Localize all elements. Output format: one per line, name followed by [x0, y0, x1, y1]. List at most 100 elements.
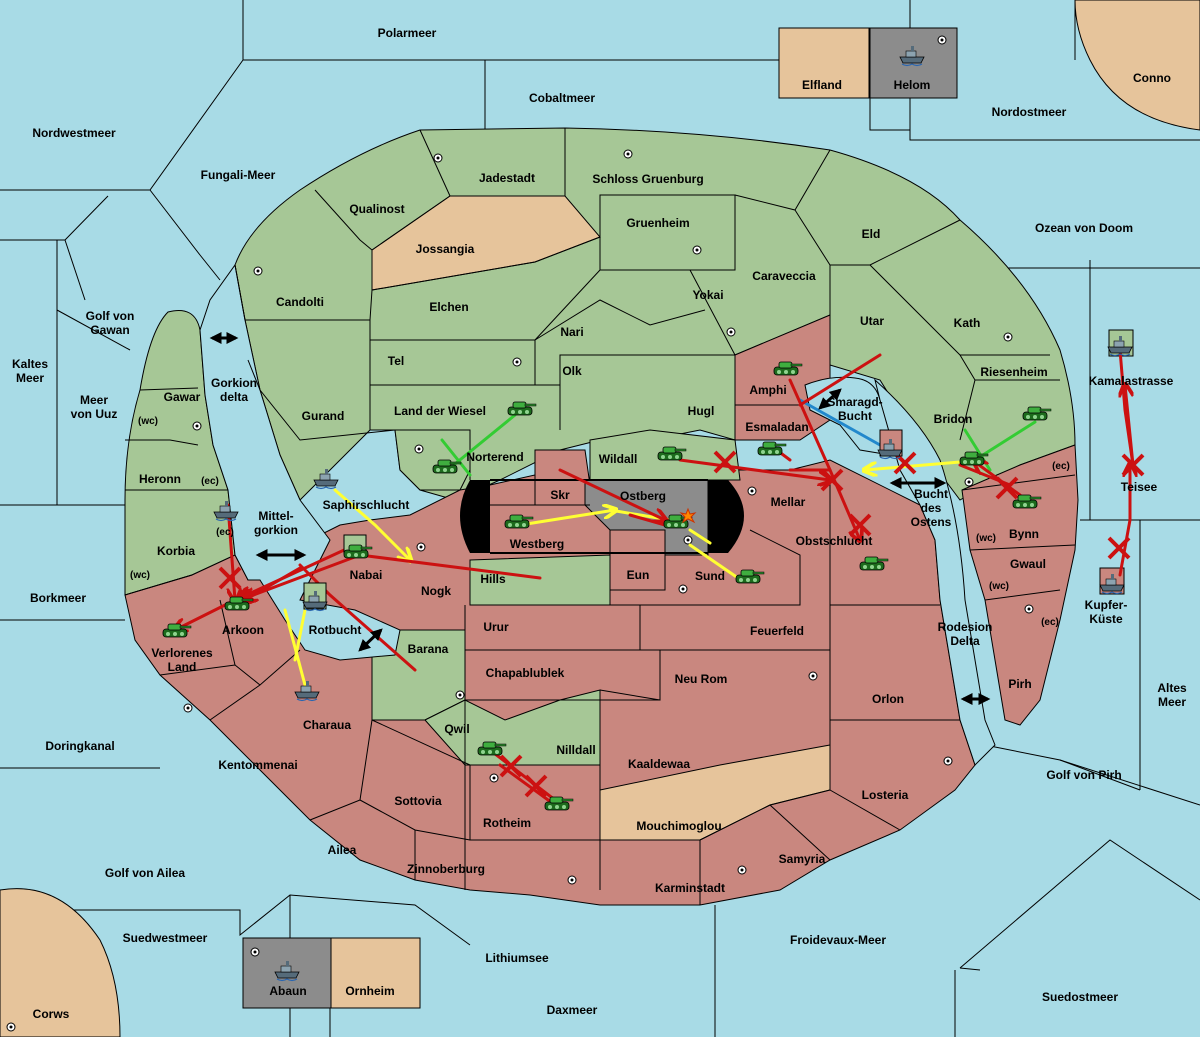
support-order-line: [688, 528, 712, 545]
supply-center-icon: [416, 542, 426, 552]
label-nabai: Nabai: [350, 568, 383, 582]
label-elfland: Elfland: [802, 78, 842, 92]
label-eun: Eun: [627, 568, 650, 582]
label-borkmeer: Borkmeer: [30, 591, 86, 605]
label-sottovia: Sottovia: [394, 794, 442, 808]
label-mellar: Mellar: [771, 495, 806, 509]
label-losteria: Losteria: [862, 788, 909, 802]
label-schloss: Schloss Gruenburg: [592, 172, 703, 186]
label-bridon: Bridon: [934, 412, 973, 426]
label-nilldall: Nilldall: [556, 743, 595, 757]
label-conno: Conno: [1133, 71, 1171, 85]
label-orlon: Orlon: [872, 692, 904, 706]
label-riesenheim: Riesenheim: [980, 365, 1047, 379]
territory-conno[interactable]: [1074, 0, 1200, 131]
supply-center-icon: [1003, 332, 1013, 342]
label-skr: Skr: [550, 488, 570, 502]
labels: Polarmeer Cobaltmeer Nordwestmeer Fungal…: [12, 26, 1187, 1021]
supply-center-icon: [455, 690, 465, 700]
coast-tag-heronn-ec: (ec): [201, 476, 219, 487]
label-kath: Kath: [954, 316, 981, 330]
label-jossangia: Jossangia: [416, 242, 475, 256]
label-hills: Hills: [480, 572, 506, 586]
label-samyria: Samyria: [779, 852, 826, 866]
label-qualinost: Qualinost: [349, 202, 404, 216]
attack-order-line: [558, 468, 665, 520]
support-order-line: [333, 488, 410, 560]
attack-order-line: [240, 543, 357, 598]
label-land-wiesel: Land der Wiesel: [394, 404, 486, 418]
supply-center-icon: [808, 671, 818, 681]
label-froidevaux: Froidevaux-Meer: [790, 933, 886, 947]
supply-center-icon: [433, 153, 443, 163]
label-suedwestmeer: Suedwestmeer: [123, 931, 208, 945]
supply-center-icon: [414, 444, 424, 454]
territory-elfland[interactable]: [778, 27, 870, 99]
adjacency-arrows: [209, 332, 991, 705]
label-caraveccia: Caraveccia: [752, 269, 816, 283]
hold-order-line: [973, 420, 1037, 462]
label-fungali: Fungali-Meer: [201, 168, 276, 182]
label-mittelgorkion: Mittel-gorkion: [254, 509, 298, 537]
label-ornheim: Ornheim: [345, 984, 394, 998]
support-order-line: [688, 543, 740, 580]
label-arkoon: Arkoon: [222, 623, 264, 637]
territory-corws[interactable]: [0, 888, 121, 1037]
hold-order-line: [440, 438, 472, 477]
coast-tag-gawar-wc: (wc): [138, 416, 158, 427]
coast-tag-bynn-wc: (wc): [976, 533, 996, 544]
coast-tag-korbia-ec: (ec): [216, 527, 234, 538]
units: [162, 45, 1133, 982]
support-order-line: [518, 510, 615, 527]
supply-center-icon: [623, 149, 633, 159]
mountain-east-cap: [708, 480, 744, 553]
label-bynn: Bynn: [1009, 527, 1039, 541]
coast-tag-bridon-ec: (ec): [1052, 461, 1070, 472]
attack-order-line: [1118, 465, 1130, 577]
label-chapablublek: Chapablublek: [486, 666, 565, 680]
label-eld: Eld: [862, 227, 881, 241]
label-rotbucht: Rotbucht: [309, 623, 362, 637]
attack-order-line: [798, 353, 882, 407]
label-suedostmeer: Suedostmeer: [1042, 990, 1118, 1004]
label-karminstadt: Karminstadt: [655, 881, 725, 895]
label-nari: Nari: [560, 325, 583, 339]
label-ailea: Ailea: [328, 843, 357, 857]
supply-center-icon: [6, 1022, 16, 1032]
attack-order-line: [678, 458, 830, 480]
label-cobaltmeer: Cobaltmeer: [529, 91, 595, 105]
label-nordwestmeer: Nordwestmeer: [32, 126, 116, 140]
double-arrow-icon: [818, 388, 842, 410]
label-pirh: Pirh: [1008, 677, 1031, 691]
supply-center-icon: [964, 477, 974, 487]
label-corws: Corws: [33, 1007, 70, 1021]
supply-center-icon: [726, 327, 736, 337]
label-zinnoberburg: Zinnoberburg: [407, 862, 485, 876]
support-order-line: [293, 608, 307, 662]
label-golf-ailea: Golf von Ailea: [105, 866, 186, 880]
supply-center-icon: [937, 35, 947, 45]
supply-center-icon: [1024, 604, 1034, 614]
label-nordostmeer: Nordostmeer: [992, 105, 1067, 119]
label-obstschlucht: Obstschlucht: [796, 534, 873, 548]
double-arrow-icon: [358, 628, 383, 652]
territory-borders: [124, 128, 1076, 905]
supply-center-icon: [943, 756, 953, 766]
bucht-des-ostens-water: [874, 378, 996, 766]
label-yokai: Yokai: [692, 288, 723, 302]
coast-tag-gwaul-ec: (ec): [1041, 617, 1059, 628]
label-golf-pirh: Golf von Pirh: [1046, 768, 1121, 782]
convoy-order-line: [798, 398, 882, 447]
label-ozean: Ozean von Doom: [1035, 221, 1133, 235]
attack-order-line: [1125, 385, 1135, 467]
label-teisee: Teisee: [1121, 480, 1158, 494]
territory-ornheim[interactable]: [330, 937, 421, 1009]
